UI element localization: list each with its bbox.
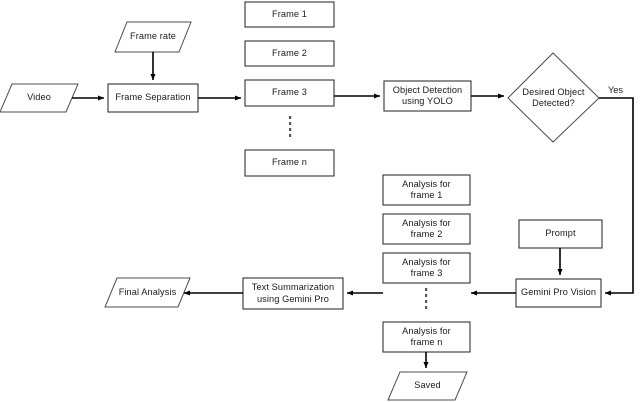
node-analysis-n-shape[interactable] — [382, 321, 471, 353]
node-prompt-shape[interactable] — [518, 219, 603, 249]
node-analysis-3-shape[interactable] — [382, 252, 471, 284]
node-decision-shape[interactable] — [507, 52, 600, 143]
node-gemini-pro-vision-shape[interactable] — [515, 278, 602, 308]
node-frame-1-shape[interactable] — [244, 1, 335, 28]
node-final-analysis-shape[interactable] — [104, 277, 191, 308]
node-frame-separation-shape[interactable] — [107, 83, 199, 113]
node-frame-3-shape[interactable] — [244, 79, 335, 107]
node-saved-shape[interactable] — [387, 371, 468, 401]
node-frame-rate-shape[interactable] — [114, 21, 192, 53]
node-text-summarization-shape[interactable] — [242, 277, 344, 310]
node-frame-n-shape[interactable] — [244, 149, 335, 177]
edge-decision-yes-to-gemini-pro-vision — [599, 97, 634, 296]
edge-label-decision-yes: Yes — [608, 85, 623, 95]
node-object-detection-shape[interactable] — [383, 80, 472, 112]
node-analysis-2-shape[interactable] — [382, 213, 471, 245]
node-analysis-1-shape[interactable] — [382, 174, 471, 206]
frames-column-ellipsis-icon — [289, 116, 292, 137]
node-video-shape[interactable] — [0, 83, 79, 113]
analysis-column-ellipsis-icon — [425, 288, 428, 309]
node-frame-2-shape[interactable] — [244, 40, 335, 67]
